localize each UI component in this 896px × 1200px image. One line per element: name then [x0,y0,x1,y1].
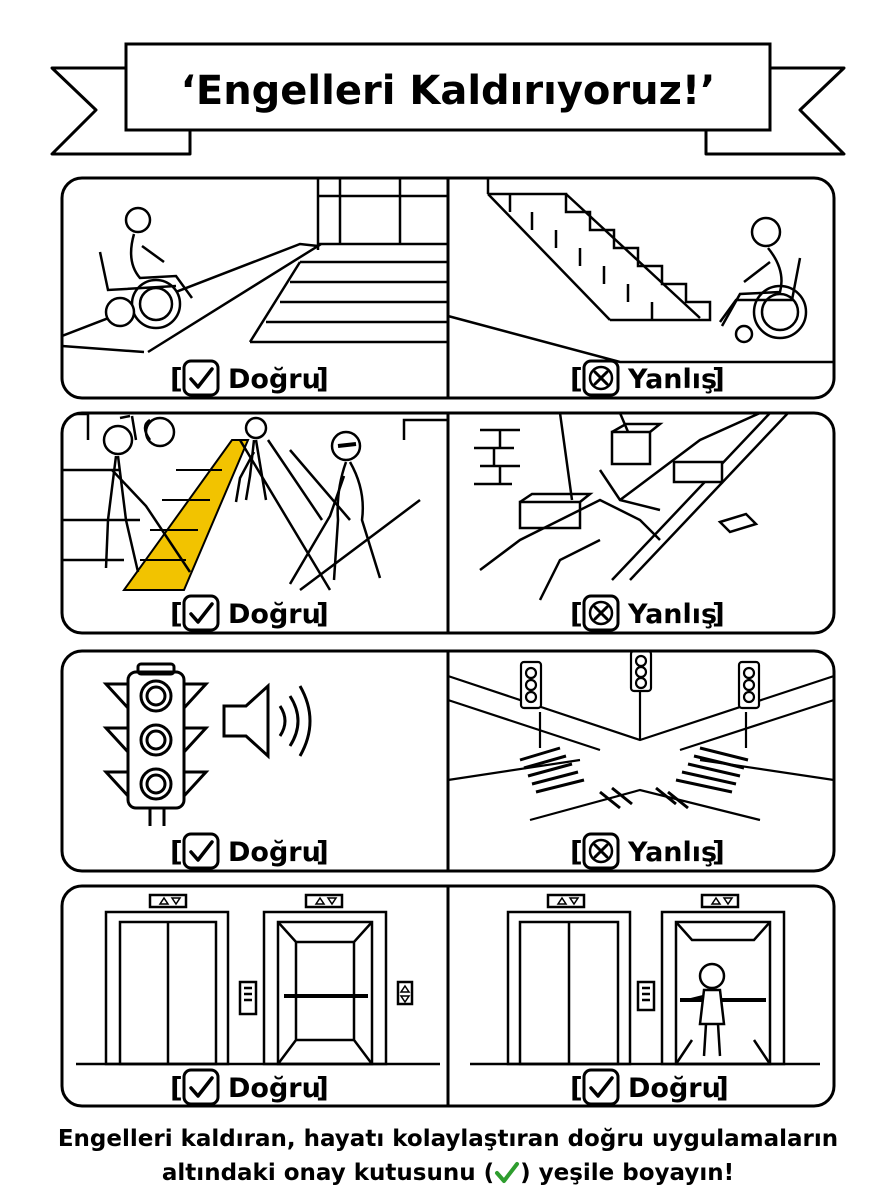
label-correct: Doğru [228,599,321,630]
svg-text:]: ] [316,597,329,630]
row-3-right-verdict: [ Yanlış ] [570,832,725,870]
row-4: [ Doğru ] [ Doğru ] [60,884,836,1108]
svg-text:[: [ [170,597,183,630]
label-correct: Doğru [628,1073,721,1104]
instruction-line-2: altındaki onay kutusunu () yeşile boyayı… [161,1160,735,1186]
green-check-icon [495,1162,520,1183]
svg-text:[: [ [170,835,183,868]
row-1: [ Doğru ] [ Yanlış ] [60,176,836,400]
row-3-left-verdict: [ Doğru ] [170,832,329,870]
svg-text:[: [ [570,835,583,868]
elevator-braille-scene [76,893,440,1066]
row-2-right-verdict: [ Yanlış ] [570,594,725,632]
svg-text:[: [ [570,597,583,630]
traffic-light-icon [126,670,186,810]
elevator-handrail-scene [470,893,820,1066]
svg-text:[: [ [570,1071,583,1104]
cross-box-icon[interactable] [582,594,620,632]
svg-text:[: [ [170,362,183,395]
row-4-right-verdict: [ Doğru ] [570,1068,729,1106]
wheelchair-user-blocked [718,216,808,344]
svg-text:[: [ [570,362,583,395]
wheelchair-user [98,206,194,330]
banner-body [124,42,772,132]
row-1-left-verdict: [ Doğru ] [170,359,329,397]
label-correct: Doğru [228,364,321,395]
tactile-paving-scene [62,413,450,591]
label-wrong: Yanlış [627,364,717,395]
svg-text:]: ] [712,362,725,395]
label-wrong: Yanlış [627,599,717,630]
title-banner: ‘Engelleri Kaldırıyoruz!’ [50,42,846,156]
instruction-text: Engelleri kaldıran, hayatı kolaylaştıran… [0,1122,896,1190]
svg-text:[: [ [170,1071,183,1104]
row-2: [ Doğru ] [ Yanlış ] [60,411,836,635]
checkbox-icon[interactable] [582,1068,620,1106]
cross-box-icon[interactable] [582,359,620,397]
row-4-left-verdict: [ Doğru ] [170,1068,329,1106]
checkbox-icon[interactable] [182,1068,220,1106]
broken-sidewalk-scene [474,413,789,601]
tactile-paving [122,439,250,591]
label-correct: Doğru [228,837,321,868]
row-3: [ Doğru ] [ Yanlış ] [60,649,836,873]
silent-intersection-scene [447,651,834,822]
row-1-right-verdict: [ Yanlış ] [570,359,725,397]
braille-panel-icon [238,980,258,1016]
label-correct: Doğru [228,1073,321,1104]
stairs-with-ramp-scene [62,178,450,354]
svg-text:]: ] [716,1071,729,1104]
svg-text:]: ] [316,1071,329,1104]
elevator-open-door [262,910,388,1066]
svg-text:]: ] [316,362,329,395]
label-wrong: Yanlış [627,837,717,868]
speaker-icon [222,682,312,760]
svg-text:]: ] [316,835,329,868]
svg-text:]: ] [712,835,725,868]
child-figure [687,962,726,1057]
checkbox-icon[interactable] [182,832,220,870]
banner-left-ribbon [50,66,192,156]
instruction-line-1: Engelleri kaldıran, hayatı kolaylaştıran… [57,1126,839,1152]
svg-text:]: ] [712,597,725,630]
banner-right-ribbon [704,66,846,156]
row-2-left-verdict: [ Doğru ] [170,594,329,632]
stairs-no-ramp-scene [447,178,834,364]
page-title: ‘Engelleri Kaldırıyoruz!’ [181,68,716,114]
checkbox-icon[interactable] [182,359,220,397]
checkbox-icon[interactable] [182,594,220,632]
audible-traffic-light-scene [102,662,312,826]
cross-box-icon[interactable] [582,832,620,870]
